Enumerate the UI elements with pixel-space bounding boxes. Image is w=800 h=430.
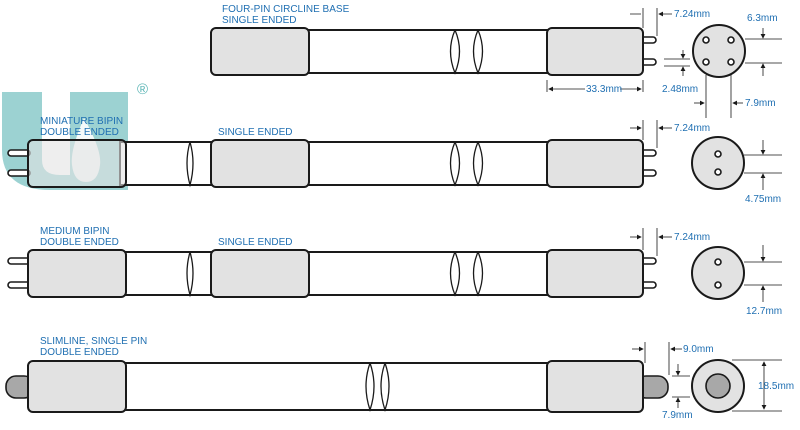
- dimension-label: SINGLE ENDED: [218, 127, 292, 138]
- dimension-label: 7.24mm: [674, 9, 710, 20]
- lamp-slimline-single-pin: SLIMLINE, SINGLE PIN DOUBLE ENDED 9.0mm …: [5, 336, 794, 421]
- dimension-label: 7.9mm: [662, 410, 693, 421]
- dimension-label: SINGLE ENDED: [222, 15, 296, 26]
- dimension-label: 18.5mm: [758, 381, 794, 392]
- lamp-four-pin-circline: FOUR-PIN CIRCLINE BASE SINGLE ENDED 7.24…: [210, 4, 782, 118]
- dimension-label: 7.24mm: [674, 123, 710, 134]
- dimension-label: 6.3mm: [747, 13, 778, 24]
- lamp-miniature-bipin: MINIATURE BIPIN DOUBLE ENDED SINGLE ENDE…: [7, 116, 782, 205]
- dimension-label: MINIATURE BIPIN: [40, 116, 123, 127]
- dimension-label: DOUBLE ENDED: [40, 347, 119, 358]
- dimension-label: 7.24mm: [674, 232, 710, 243]
- dimension-label: SLIMLINE, SINGLE PIN: [40, 336, 147, 347]
- lamp-medium-bipin: MEDIUM BIPIN DOUBLE ENDED SINGLE ENDED 7…: [7, 226, 782, 317]
- dimension-label: SINGLE ENDED: [218, 237, 292, 248]
- dimension-label: 4.75mm: [745, 194, 781, 205]
- dimension-label: MEDIUM BIPIN: [40, 226, 109, 237]
- dimension-label: 7.9mm: [745, 98, 776, 109]
- dimension-label: 12.7mm: [746, 306, 782, 317]
- dimension-label: 2.48mm: [662, 84, 698, 95]
- dimension-label: DOUBLE ENDED: [40, 237, 119, 248]
- dimension-label: FOUR-PIN CIRCLINE BASE: [222, 4, 350, 15]
- dimension-label: 33.3mm: [586, 84, 622, 95]
- dimension-label: 9.0mm: [683, 344, 714, 355]
- dimension-label: DOUBLE ENDED: [40, 127, 119, 138]
- registered-mark: ®: [137, 81, 148, 98]
